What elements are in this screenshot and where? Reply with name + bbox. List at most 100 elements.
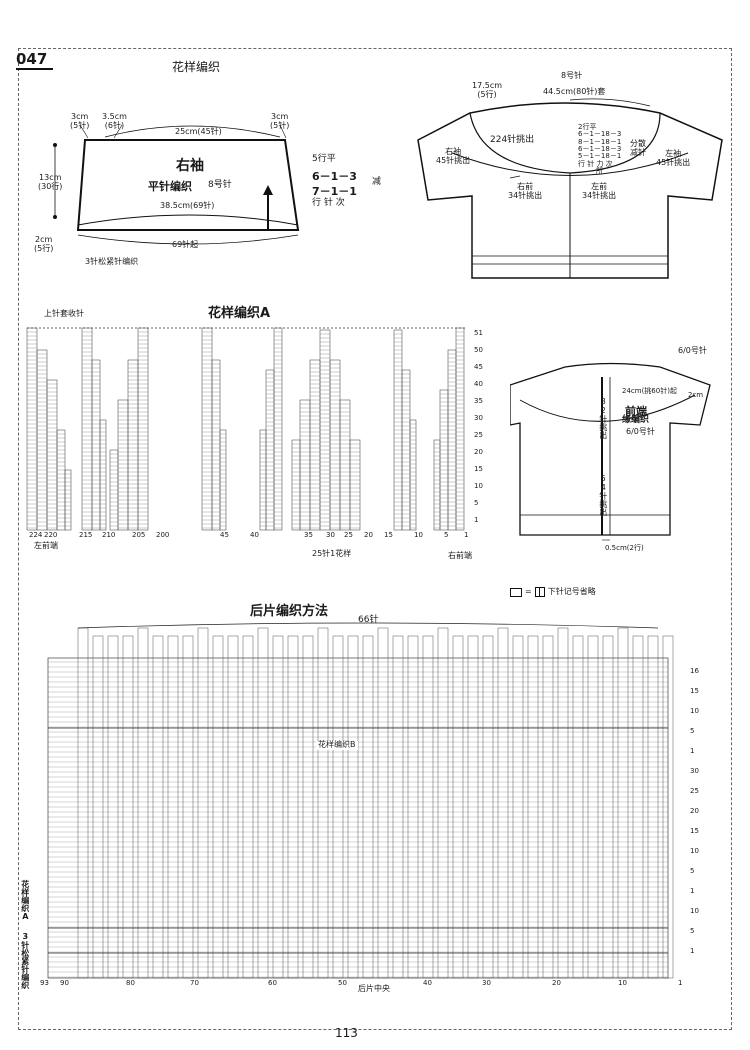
yoke-right-front-pick: 34针挑出	[508, 190, 543, 200]
sleeve-top-width: 25cm(45针)	[175, 127, 222, 136]
chart-a-y-tick: 35	[474, 397, 483, 405]
yoke-left-sleeve-name: 左袖	[665, 149, 682, 158]
chart-a-y-tick: 45	[474, 363, 483, 371]
front-diagram	[510, 362, 711, 541]
chart-a-column	[329, 359, 341, 531]
chart-a-column	[259, 429, 267, 531]
back-y-tick: 1	[690, 947, 695, 955]
yoke-distribute-b: 减针	[630, 147, 646, 157]
back-y-tick: 10	[690, 907, 699, 915]
back-label-a: 花样编织A	[20, 880, 30, 921]
chart-a-y-tick: 30	[474, 414, 483, 422]
chart-a-column	[447, 349, 457, 531]
chart-a-x-tick: 10	[414, 531, 423, 539]
sleeve-height: 13cm(30行)	[38, 173, 63, 192]
pattern-number: 047	[16, 50, 54, 70]
yoke-left-front-name: 左前	[591, 182, 608, 191]
sleeve-hem-cm: 2cm	[35, 235, 53, 244]
back-x-tick: 30	[482, 979, 491, 987]
sleeve-dec-label: 行 针 次	[312, 198, 345, 208]
yoke-row: 2行平	[578, 123, 597, 131]
sleeve-dec-word: 减	[372, 177, 382, 187]
chart-a-repeat: 25针1花样	[312, 549, 352, 558]
sleeve-height-cm: 13cm	[39, 173, 62, 182]
chart-a-y-tick: 10	[474, 482, 483, 490]
chart-a-column	[409, 419, 417, 531]
chart-a-x-tick: 224	[29, 531, 43, 539]
symbol-legend: = 下针记号省略	[510, 587, 596, 597]
sleeve-dec-b: 6－1－3	[312, 170, 357, 183]
chart-a-column	[291, 439, 301, 531]
sleeve-title: 右袖	[176, 158, 204, 174]
yoke-row: 6－1－18－3	[578, 145, 622, 154]
page-number: 113	[335, 1026, 358, 1040]
chart-a-y-tick: 40	[474, 380, 483, 388]
front-neck-2: 2cm	[688, 391, 704, 399]
sleeve-left-width-st: (5针)	[70, 120, 90, 130]
sleeve-dec-a: 5行平	[312, 154, 336, 164]
back-x-tick: 50	[338, 979, 347, 987]
yoke-rows-label2: 所	[596, 167, 603, 176]
chart-a-column	[137, 327, 149, 531]
back-x-tick: 90	[60, 979, 69, 987]
yoke-distribute-a: 分散	[630, 139, 646, 148]
section-title: 花样编织	[172, 60, 221, 74]
front-band-needle: 6/0号针	[626, 427, 655, 436]
sleeve-left-width: 3cm(5针)	[70, 112, 90, 131]
sleeve-right-width-cm: 3cm	[271, 112, 289, 121]
back-y-tick: 1	[690, 887, 695, 895]
sleeve-right-width-st: (5针)	[270, 120, 290, 130]
yoke-distribute: 分散减针	[630, 139, 646, 158]
back-x-tick: 80	[126, 979, 135, 987]
sleeve-height-rows: (30行)	[38, 181, 63, 191]
back-x-tick: 70	[190, 979, 199, 987]
chart-a-title: 花样编织A	[208, 306, 271, 321]
yoke-front-neck-cm: 17.5cm	[472, 81, 503, 90]
chart-a-x-tick: 40	[250, 531, 259, 539]
chart-a-x-tick: 15	[384, 531, 393, 539]
legend-note: 下针记号省略	[547, 586, 596, 596]
sleeve-right-width: 3cm(5针)	[270, 112, 290, 131]
front-bottom: 0.5cm(2行)	[605, 544, 644, 552]
yoke-diagram	[417, 98, 723, 279]
back-column	[137, 627, 149, 979]
sleeve-rib: 3针松紧针编织	[85, 257, 139, 266]
yoke-back-pickup: 224针挑出	[490, 135, 535, 145]
chart-a-column	[273, 327, 283, 531]
sleeve-hem: 2cm(5行)	[34, 235, 54, 254]
front-pick-32: 32针挑出	[598, 397, 608, 439]
back-column	[497, 627, 509, 979]
back-y-tick: 1	[690, 747, 695, 755]
chart-a-right-end: 右前端	[448, 551, 472, 560]
chart-a-x-tick: 200	[156, 531, 170, 539]
back-column	[317, 627, 329, 979]
chart-a-column	[211, 359, 221, 531]
yoke-left-front-pick: 34针挑出	[582, 190, 617, 200]
chart-a-column	[117, 399, 129, 531]
back-column	[377, 627, 389, 979]
chart-a-y-tick: 1	[474, 516, 479, 524]
back-y-tick: 5	[690, 727, 695, 735]
chart-a-column	[299, 399, 311, 531]
back-y-tick: 5	[690, 867, 695, 875]
sleeve-left2-width-cm: 3.5cm	[102, 112, 127, 121]
back-y-tick: 30	[690, 767, 699, 775]
chart-a-x-tick: 210	[102, 531, 116, 539]
chart-a-column	[439, 389, 449, 531]
back-column	[257, 627, 269, 979]
chart-a-x-tick: 30	[326, 531, 335, 539]
sleeve-diagram	[53, 124, 300, 245]
chart-a-column	[64, 469, 72, 531]
back-x-tick: 1	[678, 979, 683, 987]
chart-a-column	[26, 327, 38, 531]
sleeve-hem-rows: (5行)	[34, 243, 54, 253]
sleeve-left-width-cm: 3cm	[71, 112, 89, 121]
chart-a-column	[349, 439, 361, 531]
chart-a-column	[91, 359, 101, 531]
chart-a-x-tick: 25	[344, 531, 353, 539]
back-label-b: 3针松紧针编织	[20, 932, 30, 989]
